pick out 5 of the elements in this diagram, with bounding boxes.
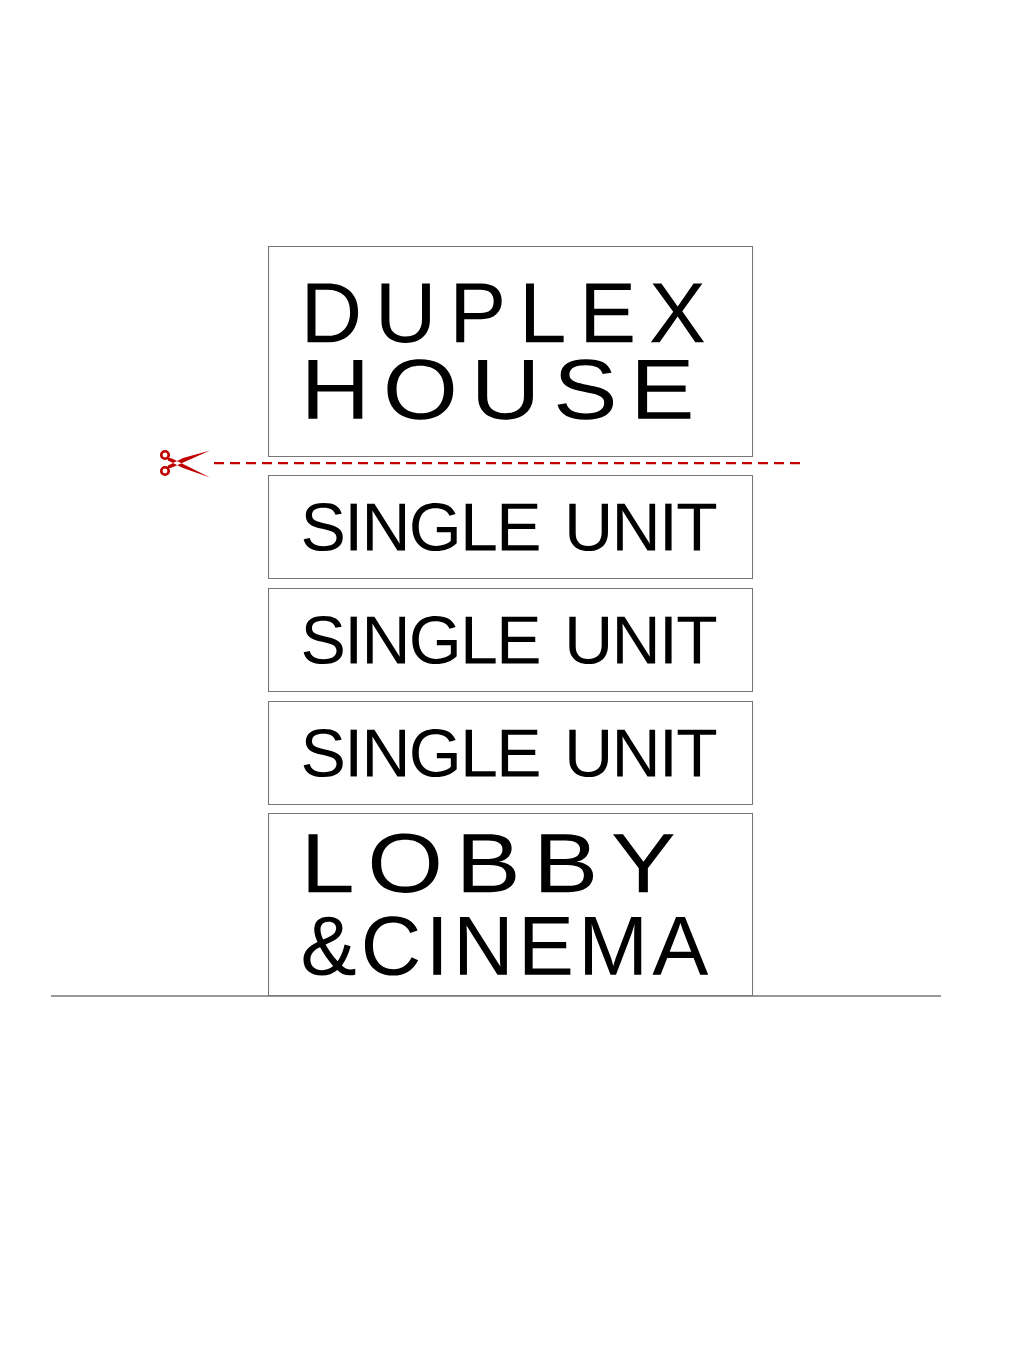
floor-box: SINGLE UNIT <box>268 701 754 806</box>
floor-box: DUPLEX HOUSE <box>268 246 754 458</box>
floor-box: SINGLE UNIT <box>268 475 754 580</box>
floor-box: LOBBY &CINEMA <box>268 813 754 997</box>
floor-box: SINGLE UNIT <box>268 588 754 693</box>
